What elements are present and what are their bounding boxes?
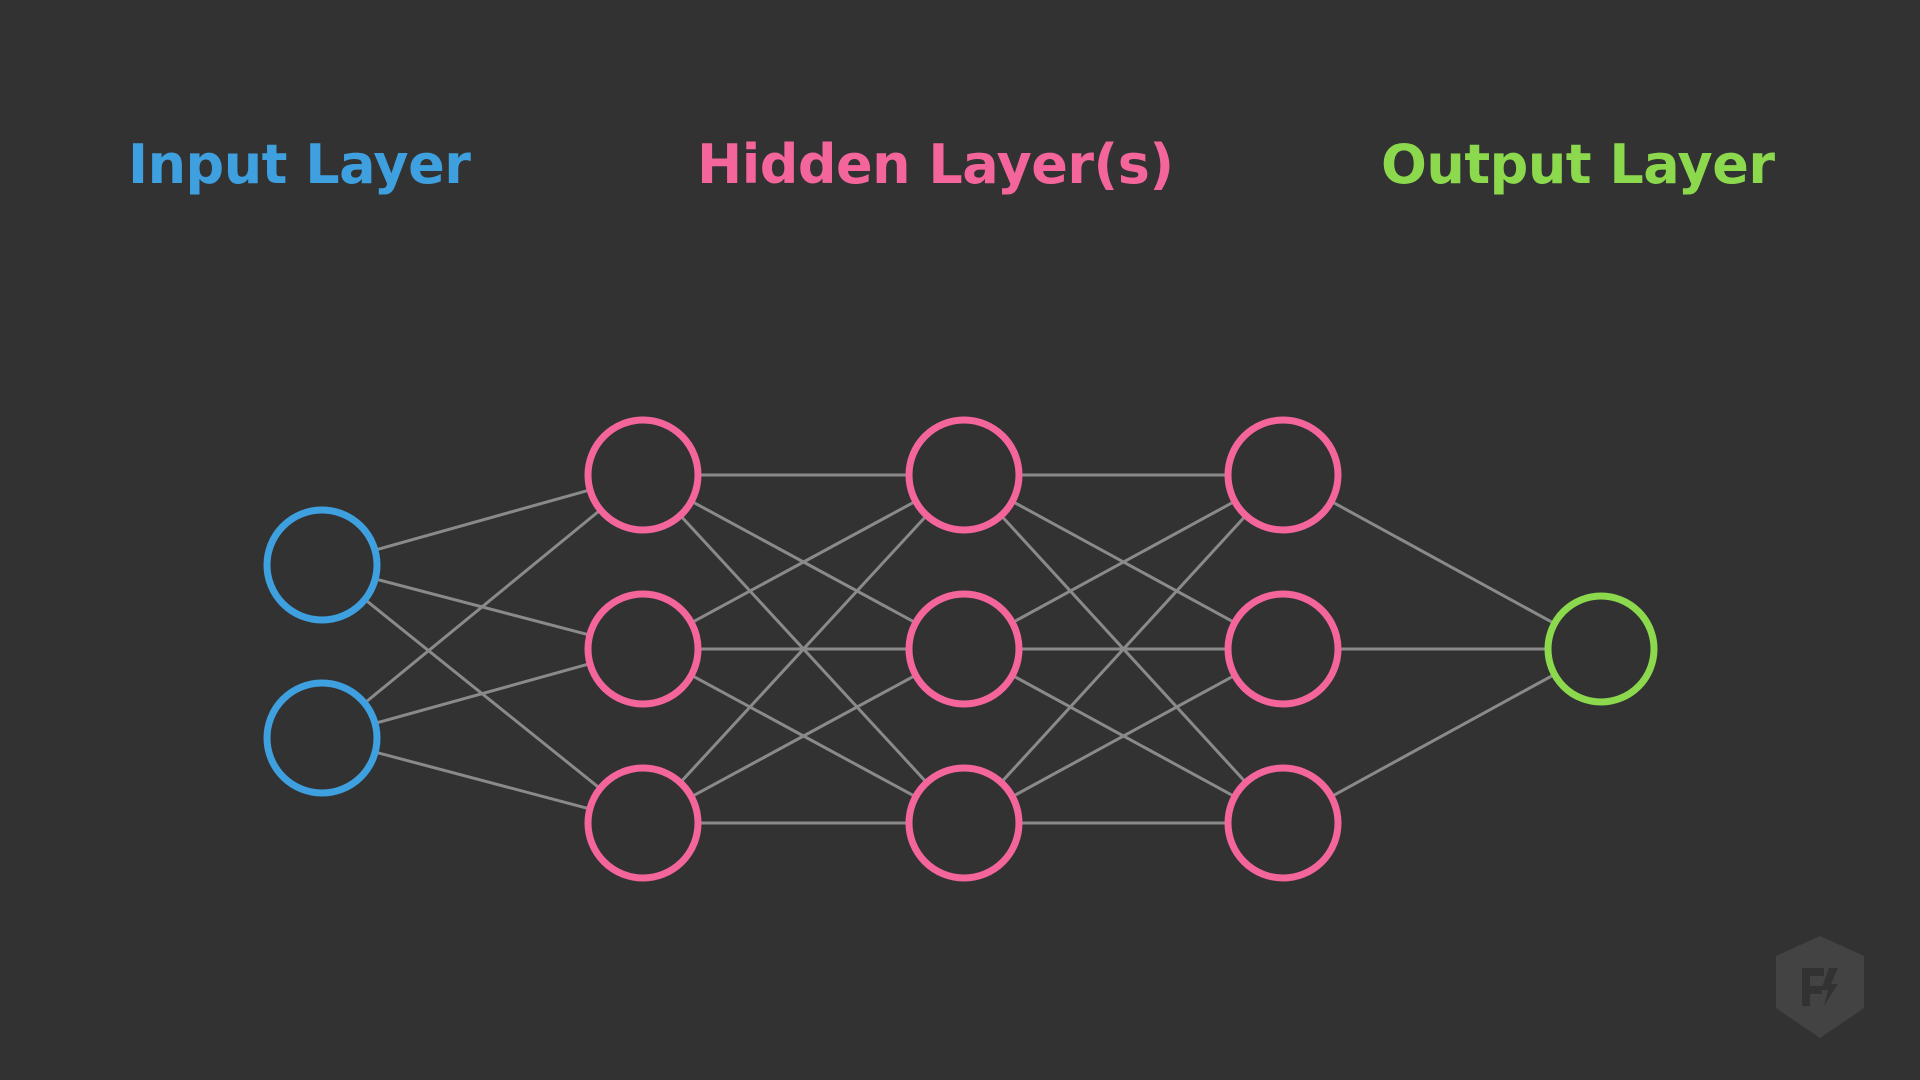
connection-line [1331,500,1555,625]
output-layer-label: Output Layer [1381,133,1775,196]
neuron-node-hidden-3-1[interactable] [1224,416,1342,534]
connection-line [1012,500,1235,624]
neuron-node-hidden-1-2[interactable] [584,590,702,708]
input-layer-label: Input Layer [128,133,471,196]
neuron-node-output-1[interactable] [1544,592,1658,706]
connection-edges [364,473,1555,825]
neuron-node-hidden-2-3[interactable] [905,764,1023,882]
connection-line [364,509,601,704]
neuron-node-hidden-1-1[interactable] [584,416,702,534]
connection-line [375,488,590,552]
connection-line [691,674,916,798]
neuron-node-hidden-3-2[interactable] [1224,590,1342,708]
connection-line [375,751,590,810]
connection-line [680,515,927,783]
connection-line [375,662,590,725]
neuron-node-hidden-3-3[interactable] [1224,764,1342,882]
connection-line [1331,673,1555,798]
neuron-node-input-2[interactable] [263,679,381,797]
hidden-layer-label: Hidden Layer(s) [697,133,1174,196]
neuron-node-hidden-1-3[interactable] [584,764,702,882]
brand-logo-watermark [1776,936,1864,1038]
neuron-nodes [263,416,1658,882]
neuron-node-hidden-2-1[interactable] [905,416,1023,534]
connection-line [691,500,916,624]
neuron-node-hidden-2-2[interactable] [905,590,1023,708]
connection-line [1001,515,1246,783]
neuron-node-input-1[interactable] [263,506,381,624]
connection-line [1012,674,1235,798]
